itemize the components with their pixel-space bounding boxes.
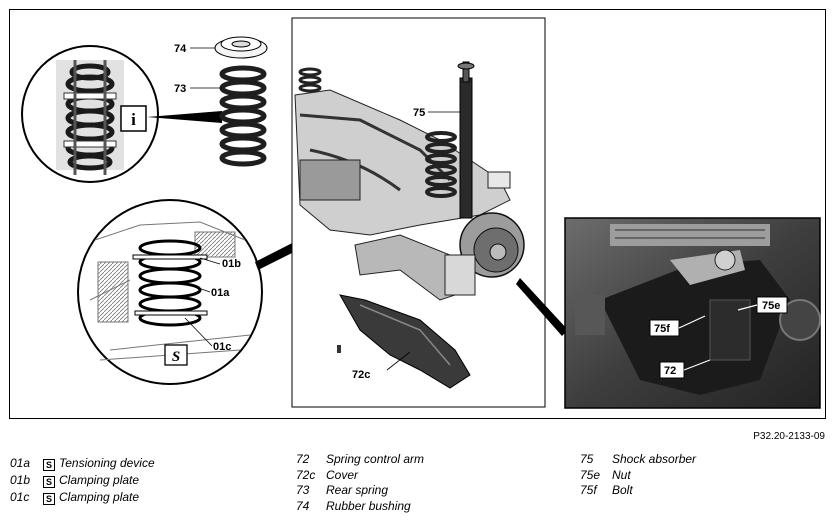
svg-text:01b: 01b <box>222 258 241 270</box>
suspension-diagram: i 74 73 <box>21 17 821 409</box>
svg-text:01a: 01a <box>211 287 230 299</box>
svg-text:73: 73 <box>174 83 186 95</box>
svg-text:i: i <box>131 110 136 129</box>
svg-text:S: S <box>172 349 180 365</box>
svg-text:75: 75 <box>413 107 425 119</box>
special-tool-icon <box>164 344 188 366</box>
svg-text:75e: 75e <box>762 300 780 312</box>
special-tool-icon: S <box>43 476 55 488</box>
svg-text:72c: 72c <box>352 369 370 381</box>
info-callout: i <box>120 105 222 132</box>
special-tool-icon: S <box>43 493 55 505</box>
main-assembly-panel: 75 72c <box>291 17 546 408</box>
svg-text:75f: 75f <box>654 323 670 335</box>
photo-panel: 75e 75f 72 <box>564 217 821 409</box>
detail-circle-clamping-plates: 01b 01a 01c S <box>77 199 263 385</box>
rubber-bushing-74: 74 <box>174 36 268 59</box>
special-tool-icon: S <box>43 459 55 471</box>
svg-text:01c: 01c <box>213 341 231 353</box>
info-icon <box>120 105 147 132</box>
rear-spring-73: 73 <box>174 65 267 167</box>
svg-text:74: 74 <box>174 43 187 55</box>
connector-wedge-right <box>516 278 568 336</box>
detail-circle-spring-compressor <box>21 45 159 183</box>
svg-text:72: 72 <box>664 365 676 377</box>
figure-reference: P32.20-2133-09 <box>753 431 825 442</box>
